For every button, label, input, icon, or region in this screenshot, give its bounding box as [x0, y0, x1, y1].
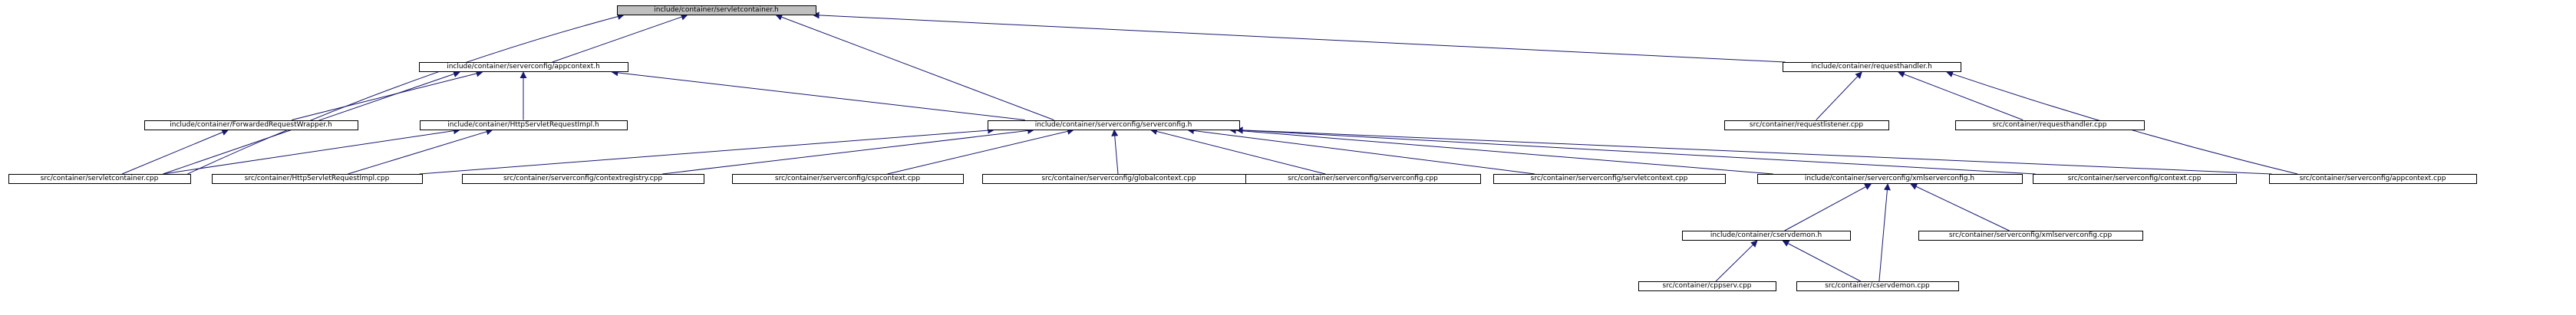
node-serverconfig-cpp[interactable]: src/container/serverconfig/serverconfig.… — [1245, 174, 1481, 184]
edge-requesthandler_h-to-root — [812, 11, 1786, 63]
edge-cppserv_cpp-to-cservdemon_h — [1715, 240, 1758, 282]
node-context-cpp[interactable]: src/container/serverconfig/context.cpp — [2032, 174, 2237, 184]
node-requestlistener-cpp[interactable]: src/container/requestlistener.cpp — [1723, 120, 1889, 130]
node-appcontext-cpp[interactable]: src/container/serverconfig/appcontext.cp… — [2268, 174, 2477, 184]
edge-servletcontainer_cpp-to-forwarded_h — [121, 129, 229, 175]
node-contextregistry-cpp[interactable]: src/container/serverconfig/contextregist… — [461, 174, 704, 184]
node-servletcontainer-h[interactable]: include/container/servletcontainer.h — [616, 5, 816, 15]
node-cspcontext-cpp[interactable]: src/container/serverconfig/cspcontext.cp… — [731, 174, 964, 184]
edge-cservdemon_h-to-xmlserverconfig_h — [1784, 183, 1872, 231]
edge-cservdemon_cpp-to-cservdemon_h — [1782, 240, 1861, 282]
edge-cspcontext_cpp-to-serverconfig_h — [887, 127, 1074, 175]
edge-appcontext_h-to-root — [552, 13, 688, 63]
node-appcontext-h[interactable]: include/container/serverconfig/appcontex… — [418, 62, 628, 72]
edge-servletcontainer_cpp-to-httpimpl_h — [163, 127, 461, 175]
edge-serverconfig_h-to-appcontext_h — [611, 69, 1025, 120]
node-httpservletrequestimpl-h[interactable]: include/container/HttpServletRequestImpl… — [419, 120, 628, 130]
node-forwardedrequestwrapper-h[interactable]: include/container/ForwardedRequestWrappe… — [143, 120, 358, 130]
node-cservdemon-cpp[interactable]: src/container/cservdemon.cpp — [1796, 281, 1959, 291]
edge-xmlserverconfig_h-to-serverconfig_h — [1229, 126, 1773, 175]
node-httpservletrequestimpl-cpp[interactable]: src/container/HttpServletRequestImpl.cpp — [211, 174, 423, 184]
node-servletcontext-cpp[interactable]: src/container/serverconfig/servletcontex… — [1492, 174, 1726, 184]
node-xmlserverconfig-cpp[interactable]: src/container/serverconfig/xmlserverconf… — [1918, 231, 2143, 241]
edge-requesthandler_cpp-to-requesthandler_h — [1897, 71, 2024, 120]
node-serverconfig-h[interactable]: include/container/serverconfig/servercon… — [987, 120, 1240, 130]
edge-appcontext_cpp-to-serverconfig_h — [1235, 126, 2272, 175]
edge-servletcontext_cpp-to-serverconfig_h — [1187, 127, 1535, 175]
edge-serverconfig_cpp-to-serverconfig_h — [1149, 128, 1326, 175]
node-requesthandler-h[interactable]: include/container/requesthandler.h — [1782, 62, 1961, 72]
edge-xmlserverconfig_cpp-to-xmlserverconfig_h — [1910, 183, 2010, 231]
edge-globalcontext_cpp-to-serverconfig_h — [1111, 129, 1119, 175]
edge-serverconfig_h-to-root — [775, 14, 1054, 120]
edge-httpimpl_cpp-to-httpimpl_h — [348, 128, 493, 175]
edge-httpimpl_cpp-to-serverconfig_h — [419, 126, 995, 175]
node-cppserv-cpp[interactable]: src/container/cppserv.cpp — [1638, 281, 1776, 291]
edge-context_cpp-to-serverconfig_h — [1235, 126, 2036, 175]
edge-forwarded_h-to-appcontext_h — [292, 70, 483, 120]
edge-contextregistry_cpp-to-serverconfig_h — [662, 126, 1035, 175]
edge-requestlistener_cpp-to-requesthandler_h — [1816, 71, 1862, 120]
edge-servletcontainer_cpp-to-root — [187, 13, 625, 175]
edge-cservdemon_cpp-to-xmlserverconfig_h — [1878, 183, 1891, 282]
node-cservdemon-h[interactable]: include/container/cservdemon.h — [1681, 231, 1851, 241]
node-globalcontext-cpp[interactable]: src/container/serverconfig/globalcontext… — [981, 174, 1256, 184]
node-requesthandler-cpp[interactable]: src/container/requesthandler.cpp — [1954, 120, 2145, 130]
node-xmlserverconfig-h[interactable]: include/container/serverconfig/xmlserver… — [1756, 174, 2023, 184]
node-servletcontainer-cpp[interactable]: src/container/servletcontainer.cpp — [8, 174, 191, 184]
